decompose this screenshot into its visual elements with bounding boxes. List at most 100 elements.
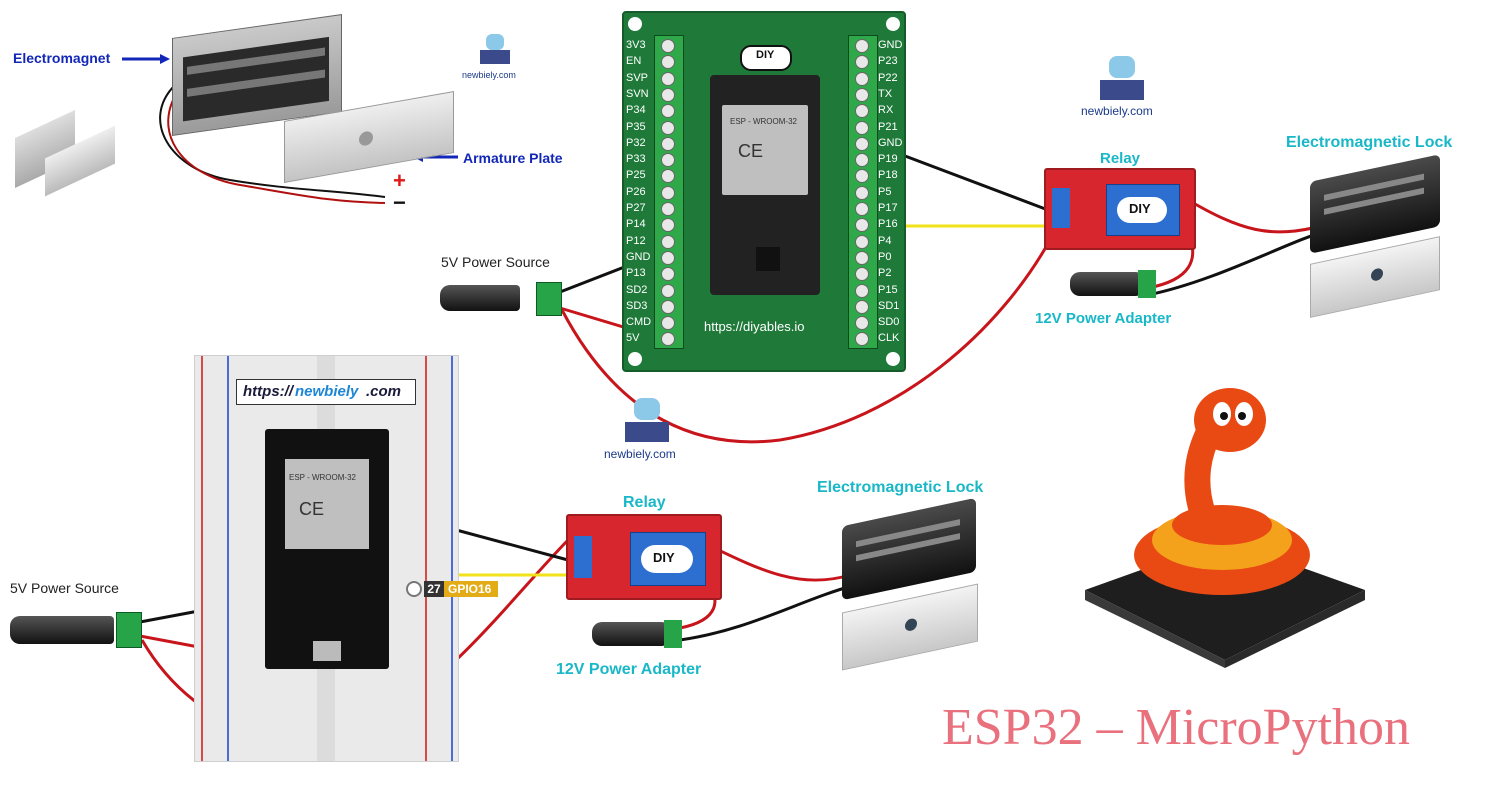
terminal-block-adapter-bottom <box>664 620 682 648</box>
terminal-block-adapter-top <box>1138 270 1156 298</box>
page-title: ESP32 – MicroPython <box>942 699 1411 756</box>
pin-label: P5 <box>878 185 892 198</box>
dc-jack-adapter-top <box>1070 272 1140 296</box>
screw-terminal <box>661 267 675 282</box>
pin-label: P19 <box>878 153 898 166</box>
pin-label: SVN <box>626 87 649 100</box>
relay-coil: DIY <box>630 532 706 586</box>
pin-label: SD1 <box>878 299 900 312</box>
screw-terminal <box>661 87 675 102</box>
pin-label: GND <box>878 136 903 149</box>
screw-terminal <box>855 169 869 184</box>
screw-terminal <box>661 104 675 119</box>
screw-terminal <box>661 299 675 314</box>
screw-terminal <box>855 283 869 298</box>
newbiely-watermark-3: newbiely.com <box>604 447 676 461</box>
relay-module-bottom: DIY <box>566 514 722 600</box>
owl-laptop-icon <box>1100 56 1144 102</box>
screw-terminal <box>855 71 869 86</box>
screw-terminal <box>855 250 869 265</box>
pin-label: SD0 <box>878 316 900 329</box>
pin-label: P0 <box>878 250 892 263</box>
screw-terminal <box>855 218 869 233</box>
screw-terminal <box>855 185 869 200</box>
pin-label: P26 <box>626 185 646 198</box>
terminal-block-bottom <box>116 612 142 648</box>
pin-label: P25 <box>626 169 646 182</box>
pin-label: 5V <box>626 332 640 345</box>
pin-label: SVP <box>626 71 649 84</box>
gpio-tag: 27 GPIO16 <box>424 581 498 597</box>
pin-label: P2 <box>878 267 892 280</box>
rf-shield-bottom: ESP - WROOM-32 CE <box>285 459 369 549</box>
screw-terminal <box>855 55 869 70</box>
armature-plate-label: Armature Plate <box>463 150 563 166</box>
screw-terminal <box>661 185 675 200</box>
screw-terminal <box>855 120 869 135</box>
relay-label-top: Relay <box>1100 150 1141 167</box>
screw-terminal <box>661 316 675 331</box>
pin-label: GND <box>626 250 651 263</box>
screw-terminal <box>855 332 869 347</box>
screw-terminal <box>855 202 869 216</box>
breadboard-url-banner: https:// newbiely .com <box>236 379 416 405</box>
rf-shield: ESP - WROOM-32 CE <box>722 105 808 195</box>
lock-label-top: Electromagnetic Lock <box>1286 134 1453 151</box>
newbiely-watermark-2: newbiely.com <box>1081 104 1153 118</box>
screw-terminal <box>661 136 675 151</box>
screw-terminal <box>661 250 675 265</box>
screw-terminal <box>855 234 869 249</box>
screw-terminal <box>855 87 869 102</box>
wire-electromagnet-b <box>167 87 386 204</box>
lock-label-bottom: Electromagnetic Lock <box>817 479 984 496</box>
relay-module-top: DIY <box>1044 168 1196 250</box>
pin-label: P22 <box>878 71 898 84</box>
pin-label: P34 <box>626 104 646 117</box>
screw-terminal <box>855 104 869 119</box>
dc-jack-top <box>440 285 520 311</box>
screw-terminal <box>855 153 869 168</box>
pin-label: TX <box>878 87 893 100</box>
screw-terminal <box>661 234 675 249</box>
wire-lock-red-bottom <box>707 543 851 582</box>
pin-label: P23 <box>878 55 898 68</box>
screw-terminal <box>661 55 675 70</box>
pin-label: P21 <box>878 120 898 133</box>
newbiely-watermark-1: newbiely.com <box>462 70 516 80</box>
pin-label: P35 <box>626 120 646 133</box>
wire-adapter-black-bottom <box>679 583 856 642</box>
pin-label: EN <box>626 55 642 68</box>
relay-coil: DIY <box>1106 184 1180 236</box>
screw-terminal <box>661 120 675 135</box>
screw-terminal <box>855 299 869 314</box>
screw-terminal <box>855 267 869 282</box>
minus-sign: − <box>393 190 406 215</box>
relay-label-bottom: Relay <box>623 494 666 511</box>
pin-label: P27 <box>626 202 646 214</box>
pin-label: P16 <box>878 218 898 231</box>
dc-jack-adapter-bottom <box>592 622 666 646</box>
diyables-logo: DIY <box>740 45 792 71</box>
pin-label: CMD <box>626 316 652 329</box>
screw-terminal <box>661 283 675 298</box>
dc-jack-bottom <box>10 616 114 644</box>
electromagnet-label: Electromagnet <box>13 50 111 66</box>
pin-label: P13 <box>626 267 646 280</box>
screw-terminal <box>661 39 675 53</box>
adapter-label-bottom: 12V Power Adapter <box>556 661 702 678</box>
screw-terminal <box>661 202 675 216</box>
power-source-label-bottom: 5V Power Source <box>10 580 119 596</box>
pin-label: 3V3 <box>626 39 646 51</box>
pin-label: RX <box>878 104 894 117</box>
wire-electromagnet-a <box>159 84 386 198</box>
screw-terminal <box>661 169 675 184</box>
screw-terminal <box>855 136 869 151</box>
screw-terminal <box>661 71 675 86</box>
wire-lock-red-top <box>1187 198 1326 234</box>
pin-label: P33 <box>626 153 646 166</box>
pin-label: P17 <box>878 202 898 214</box>
wire-5v-to-relay-top <box>560 239 1052 444</box>
pin-label: GND <box>878 39 903 51</box>
esp32-devkit-bottom: ESP - WROOM-32 CE <box>265 429 389 669</box>
